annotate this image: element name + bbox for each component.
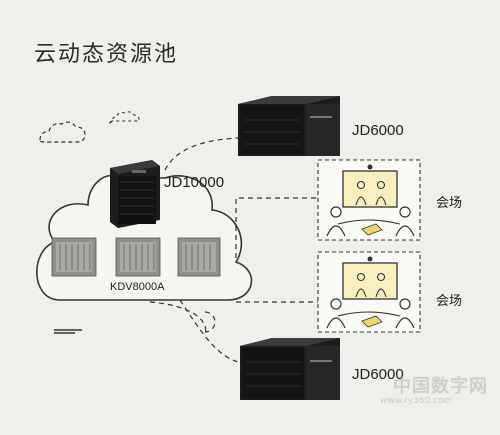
kdv8000a-unit-2 (115, 237, 161, 277)
jd6000-server-bottom (240, 338, 340, 400)
kdv8000a-unit-1 (51, 237, 97, 277)
venue-2-meeting-room (317, 251, 421, 333)
page-title: 云动态资源池 (34, 42, 179, 67)
connector-to-venue-1 (235, 197, 318, 258)
decor-dashes (54, 329, 82, 334)
watermark-logo: 中国数字网 (393, 376, 488, 397)
decor-cloud-left (39, 121, 86, 143)
connector-curve-lower (149, 301, 207, 336)
connector-circle-arc (204, 311, 216, 333)
venue-1-label: 会场 (436, 196, 463, 211)
kdv8000a-label: KDV8000A (110, 281, 165, 293)
jd6000-server-top (238, 96, 340, 156)
watermark-url: www.ry360.com (380, 396, 453, 406)
venue-1-meeting-room (317, 159, 421, 241)
jd10000-server (110, 160, 160, 228)
connector-to-bottom-server (179, 299, 239, 363)
jd6000-bottom-label: JD6000 (352, 366, 404, 383)
venue-2-label: 会场 (436, 294, 463, 309)
connectors (149, 137, 318, 363)
kdv8000a-unit-3 (177, 237, 221, 277)
jd10000-label: JD10000 (164, 174, 225, 191)
connector-cloud-to-top-server (164, 137, 239, 171)
decor-cloud-small (109, 111, 140, 126)
jd6000-top-label: JD6000 (352, 122, 404, 139)
